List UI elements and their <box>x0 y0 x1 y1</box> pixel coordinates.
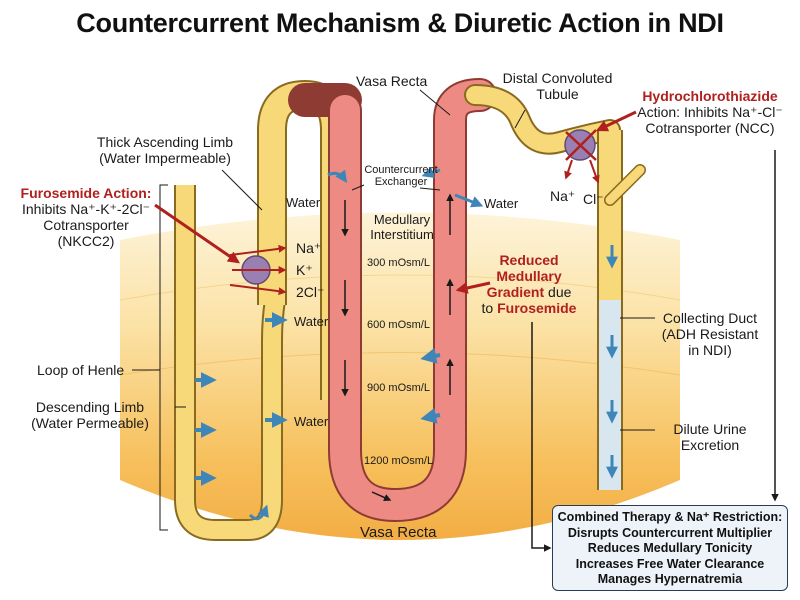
label-line: (Water Impermeable) <box>99 150 231 166</box>
collecting-duct-branch-lumen <box>605 165 645 205</box>
label-line: Countercurrent <box>364 164 438 176</box>
label-line: Collecting Duct <box>662 310 758 326</box>
water-label: Water <box>484 196 519 211</box>
vasa-recta-loop-lumen <box>330 80 495 521</box>
water-arrow-loop-bottom <box>248 504 269 521</box>
dilute-urine-label: Dilute Urine Excretion <box>655 421 765 453</box>
furosemide-title: Furosemide Action: <box>20 185 152 201</box>
reduced-gradient-label: Reduced Medullary Gradient due to Furose… <box>470 252 588 316</box>
summary-line: Manages Hypernatremia <box>597 572 743 586</box>
label-line: Inhibits Na⁺-K⁺-2Cl⁻ <box>22 201 150 217</box>
summary-line: Disrupts Countercurrent Multiplier <box>567 525 773 540</box>
osmolality-1200: 1200 mOsm/L <box>364 455 434 467</box>
label-line: Exchanger <box>374 176 428 188</box>
ion-cl-label: 2Cl⁻ <box>296 284 325 300</box>
countercurrent-label: Countercurrent Exchanger <box>358 164 444 188</box>
label-line: Action: Inhibits Na⁺-Cl⁻ <box>637 104 783 120</box>
furosemide-arrow <box>154 203 240 264</box>
pointer-countercurrent <box>419 187 441 191</box>
ion-arrow <box>589 159 600 184</box>
pointer-countercurrent <box>351 184 365 191</box>
label-part: due <box>544 284 572 300</box>
collecting-duct-label: Collecting Duct (ADH Resistant in NDI) <box>650 310 770 358</box>
hctz-title: Hydrochlorothiazide <box>642 88 778 104</box>
label-line: Reduced <box>499 252 559 268</box>
label-line: (ADH Resistant <box>661 326 759 342</box>
label-line: Medullary <box>496 268 562 284</box>
label-line: Thick Ascending Limb <box>96 134 234 150</box>
pointer-thick-limb <box>221 169 263 211</box>
hctz-label: Hydrochlorothiazide Action: Inhibits Na⁺… <box>630 88 790 136</box>
ncc-inhibit-x <box>565 129 597 161</box>
water-arrow <box>420 407 441 424</box>
label-line: Gradient due <box>470 284 588 300</box>
label-line: to Furosemide <box>470 300 588 316</box>
osmolality-300: 300 mOsm/L <box>367 257 430 269</box>
water-arrow <box>454 193 484 208</box>
water-arrow <box>421 166 441 179</box>
pointer-dct <box>514 109 526 129</box>
loop-henle-label: Loop of Henle <box>37 362 125 378</box>
descending-limb-label: Descending Limb (Water Permeable) <box>15 399 165 431</box>
label-line: Cotransporter <box>43 217 129 233</box>
water-label: Water <box>294 314 329 329</box>
reduced-gradient-arrow <box>455 281 491 294</box>
summary-line: Increases Free Water Clearance <box>575 556 765 571</box>
medullary-interstitium-label: Medullary Interstitium <box>360 212 444 242</box>
label-part: Gradient <box>486 284 545 300</box>
furosemide-label: Furosemide Action: Inhibits Na⁺-K⁺-2Cl⁻ … <box>6 185 166 249</box>
label-line: Cotransporter (NCC) <box>645 120 775 136</box>
label-line: Dilute Urine <box>673 421 747 437</box>
loop-henle-bracket <box>159 184 168 531</box>
label-line: Distal Convoluted <box>502 70 613 86</box>
label-line: Excretion <box>680 437 740 453</box>
osmolality-600: 600 mOsm/L <box>367 319 430 331</box>
dct-na-label: Na⁺ <box>550 188 576 204</box>
vasa-recta-bottom-label: Vasa Recta <box>360 524 437 541</box>
label-line: Tubule <box>536 86 579 102</box>
summary-title: Combined Therapy & Na⁺ Restriction: <box>557 510 783 524</box>
label-line: (NKCC2) <box>57 233 115 249</box>
pointer-vasa-top <box>419 89 451 116</box>
osmolality-900: 900 mOsm/L <box>367 382 430 394</box>
ion-arrow <box>229 284 287 296</box>
page-title: Countercurrent Mechanism & Diuretic Acti… <box>76 8 724 38</box>
water-arrow <box>327 169 348 183</box>
ion-k-label: K⁺ <box>296 262 313 278</box>
summary-box: Combined Therapy & Na⁺ Restriction: Disr… <box>552 505 788 591</box>
flow-arrow-bottom <box>371 491 392 501</box>
vasa-recta-top-label: Vasa Recta <box>356 73 428 89</box>
water-label: Water <box>294 414 329 429</box>
water-arrow <box>420 347 441 364</box>
ion-arrow <box>564 159 573 180</box>
ion-na-label: Na⁺ <box>296 240 322 256</box>
thick-limb-label: Thick Ascending Limb (Water Impermeable) <box>80 134 250 166</box>
label-line: in NDI) <box>688 342 732 358</box>
label-line: Interstitium <box>370 227 434 242</box>
label-line: Descending Limb <box>35 399 145 415</box>
distal-tubule-label: Distal Convoluted Tubule <box>500 70 615 102</box>
connector-to-summary <box>531 322 552 552</box>
label-line: (Water Permeable) <box>31 415 149 431</box>
label-part: Furosemide <box>497 300 577 316</box>
label-part: to <box>481 300 498 316</box>
dct-cl-label: Cl⁻ <box>583 191 604 207</box>
hctz-arrow <box>595 110 637 132</box>
label-line: Medullary <box>373 212 431 227</box>
summary-line: Reduces Medullary Tonicity <box>587 541 753 555</box>
water-label: Water <box>286 195 321 210</box>
